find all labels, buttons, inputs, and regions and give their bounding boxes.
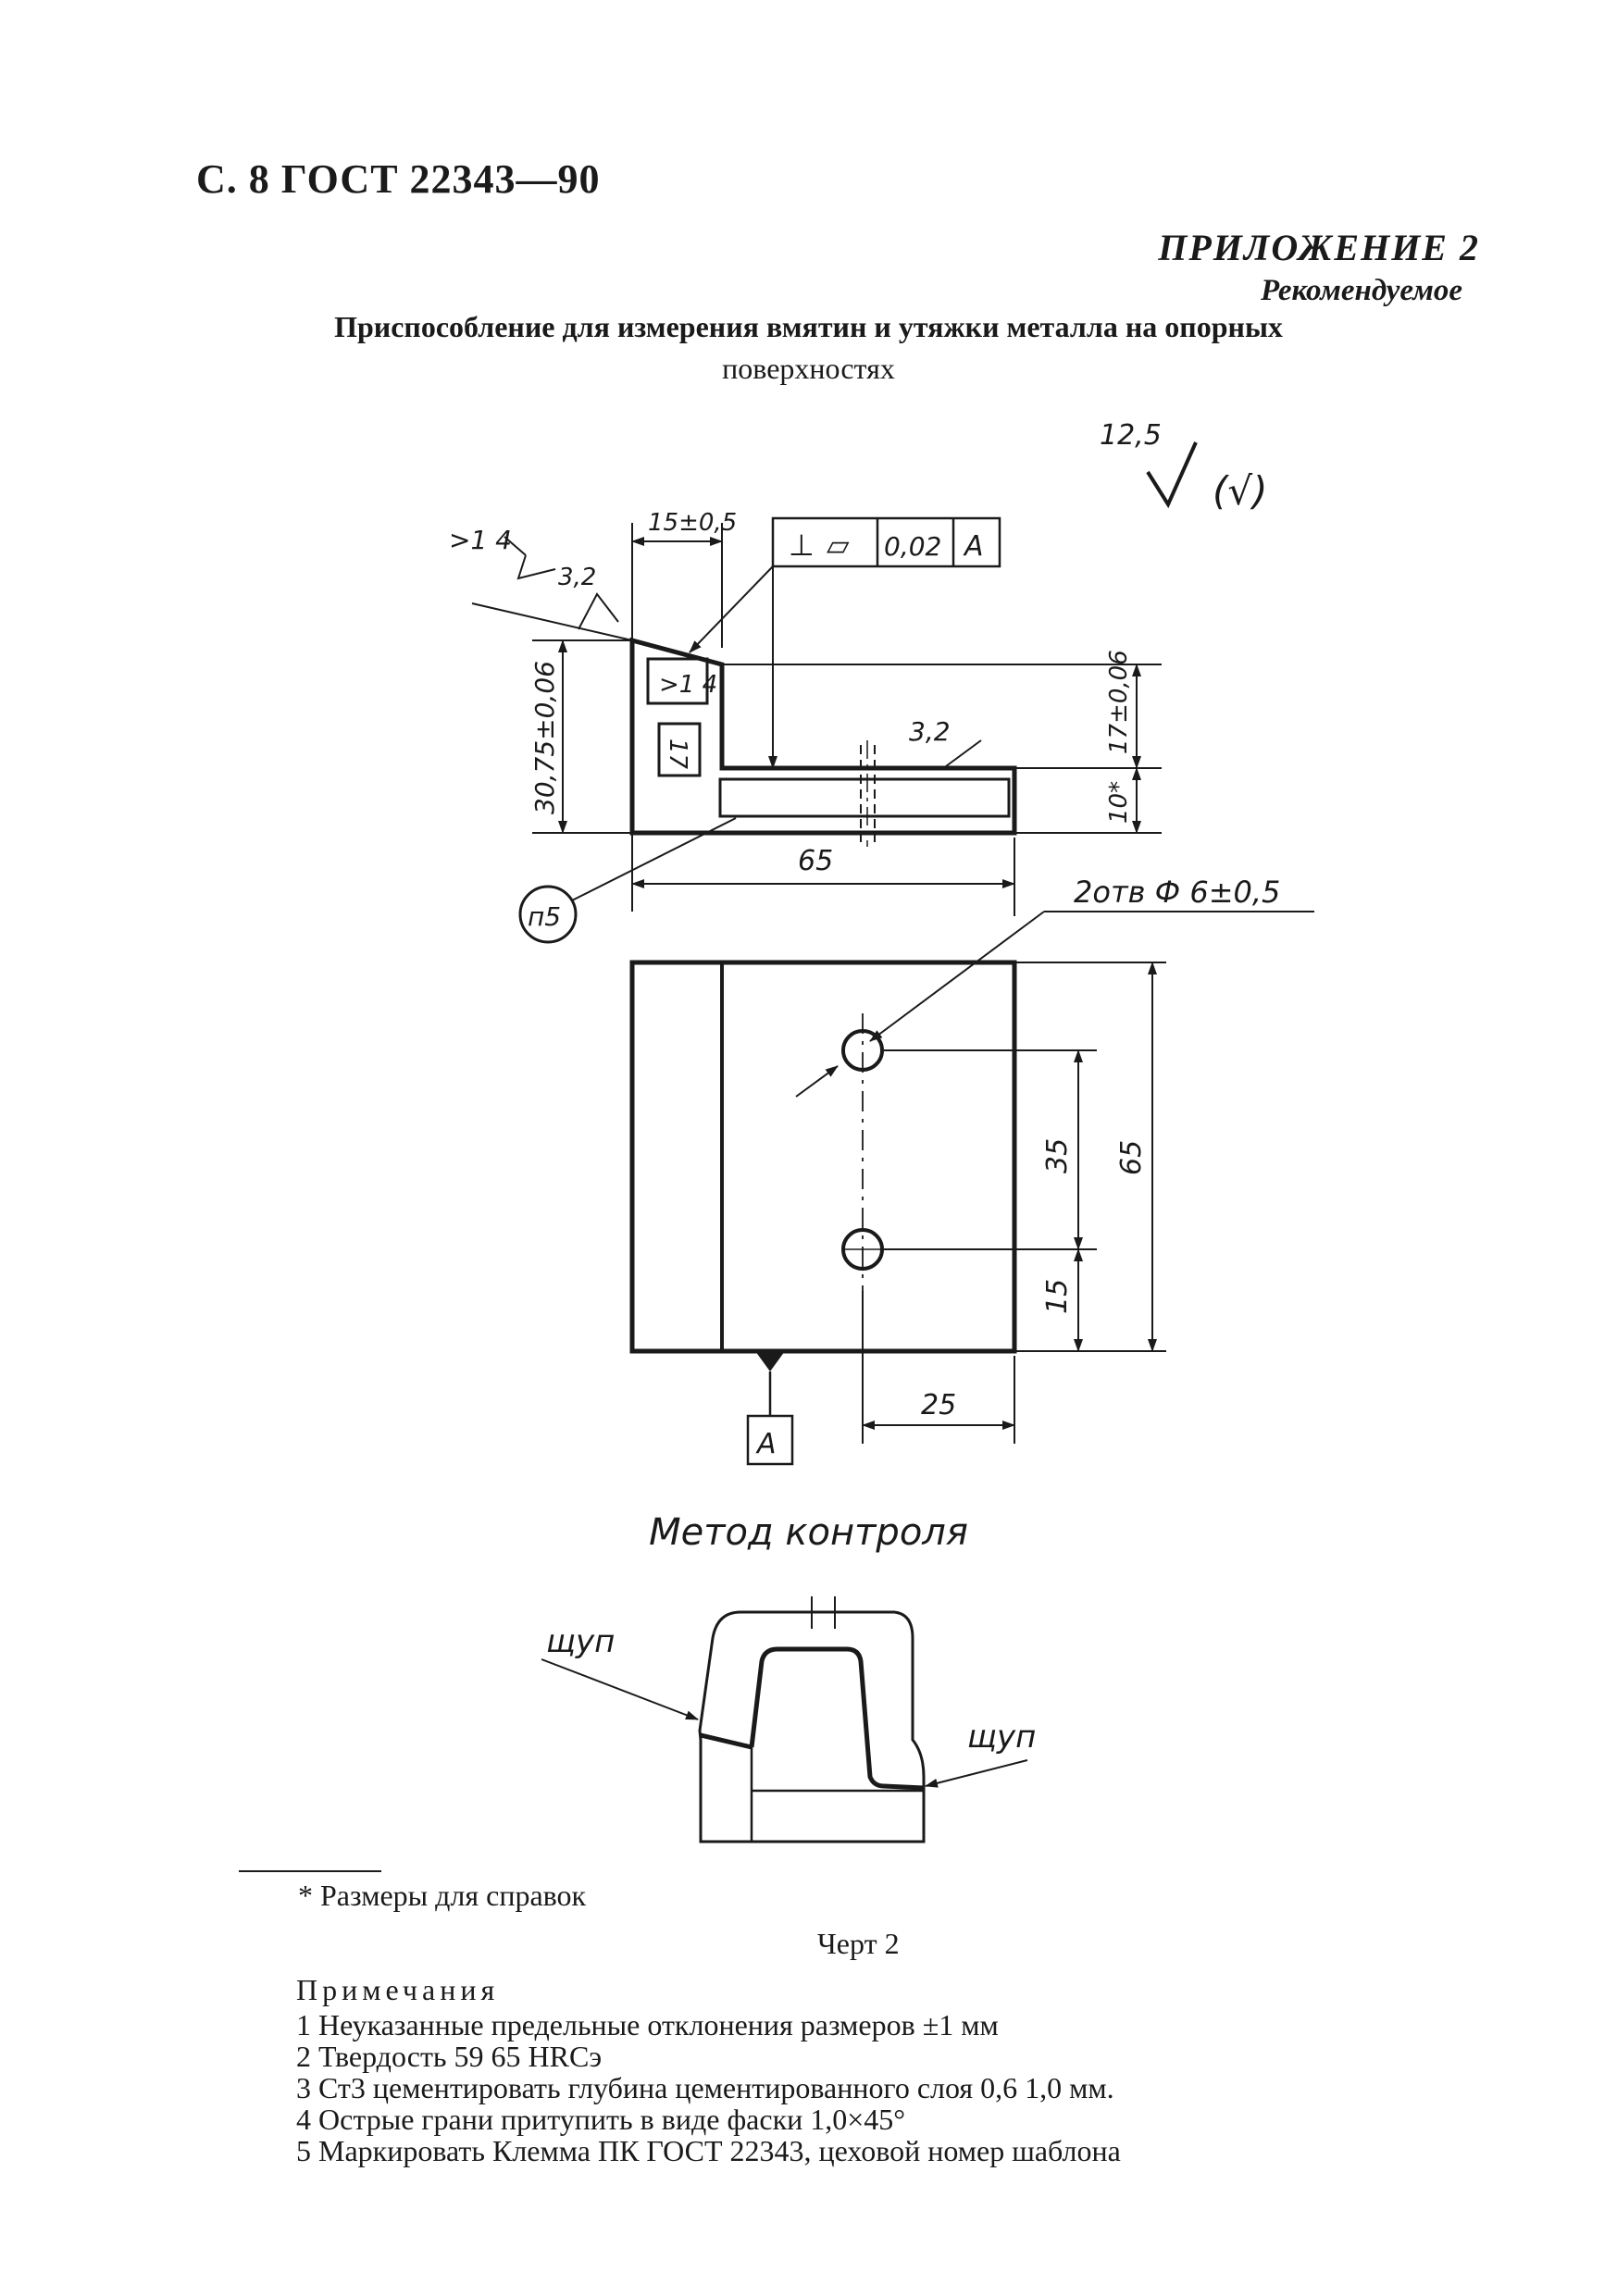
tf-datum: A [963, 530, 984, 563]
probe-right-label: щуп [967, 1719, 1036, 1756]
mark-17: 17 [664, 738, 691, 770]
mark-circle: п5 [518, 817, 737, 944]
probe-arrows [541, 1658, 1028, 1788]
tf-value: 0,02 [884, 531, 941, 562]
document-title: Приспособление для измерения вмятин и ут… [334, 310, 1283, 343]
dim-hole-pitch: 35 [1041, 1138, 1074, 1173]
page-header: С. 8 ГОСТ 22343—90 [196, 156, 601, 202]
roughness-label-3: 3,2 [909, 716, 951, 747]
roughness-label-2: 3,2 [558, 564, 596, 591]
roughness-general: 12,5 (√) [1100, 419, 1268, 514]
note-item: 2 Твердость 59 65 HRCэ [296, 2040, 603, 2073]
figure-caption: Черт 2 [817, 1927, 900, 1960]
holes-callout: 2отв Ф 6±0,5 [795, 875, 1314, 1098]
dim-hole-offset: 25 [921, 1389, 956, 1421]
plan-view [629, 960, 1017, 1354]
roughness-leaders [471, 536, 982, 769]
dim-top-width: 15±0,5 [648, 509, 737, 537]
roughness-value: 12,5 [1100, 419, 1162, 452]
method-title: Метод контроля [649, 1511, 968, 1554]
roughness-label-1: >1 4 [449, 525, 512, 555]
document-title-line2: поверхностях [722, 352, 895, 385]
probe-left-label: щуп [546, 1623, 615, 1660]
appendix-title: ПРИЛОЖЕНИЕ 2 [1158, 227, 1480, 268]
notes-heading: Примечания [296, 1973, 500, 2006]
note-item: 4 Острые грани притупить в виде фаски 1,… [296, 2103, 906, 2136]
datum-label: A [755, 1428, 777, 1460]
footnote: * Размеры для справок [298, 1879, 587, 1912]
side-dimensions [532, 523, 1162, 916]
dim-hole-edge: 15 [1041, 1279, 1074, 1314]
note-item: 5 Маркировать Клемма ПК ГОСТ 22343, цехо… [296, 2134, 1121, 2167]
datum-marker: A [746, 1351, 794, 1466]
dim-length: 65 [798, 845, 833, 877]
dim-step-height: 17±0,06 [1105, 650, 1133, 754]
mark-circle-label: п5 [528, 901, 561, 932]
method-view [698, 1596, 926, 1843]
dim-plan-width: 65 [1115, 1140, 1148, 1175]
tf-perp: ⊥ [789, 527, 815, 563]
dim-overall-height: 30,75±0,06 [529, 661, 560, 814]
mark-roughness-14: >1 4 [659, 671, 717, 699]
dim-base-thickness: 10* [1105, 781, 1133, 824]
plan-dimensions [862, 962, 1166, 1444]
dim-holes: 2отв Ф 6±0,5 [1074, 875, 1280, 910]
tf-flat: ▱ [827, 527, 850, 563]
roughness-paren: (√) [1213, 468, 1268, 514]
note-item: 1 Неуказанные предельные отклонения разм… [296, 2008, 999, 2042]
note-item: 3 Ст3 цементировать глубина цементирован… [296, 2071, 1114, 2104]
tolerance-frame: ⊥ ▱ 0,02 A [771, 516, 1001, 568]
appendix-subtitle: Рекомендуемое [1260, 274, 1462, 307]
